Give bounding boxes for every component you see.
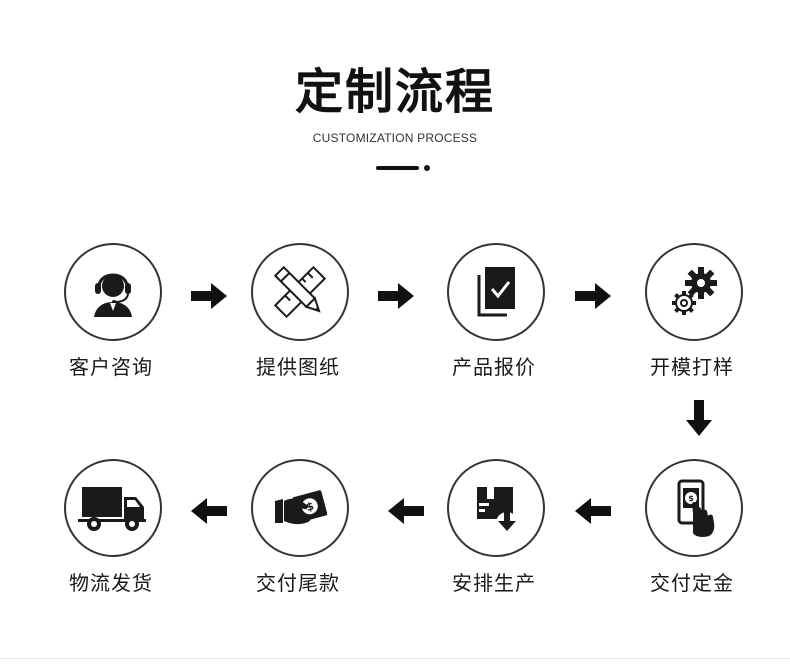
step-logistics-shipping: 物流发货 (47, 459, 177, 609)
underline-dot (424, 165, 430, 171)
customer-service-icon (94, 273, 132, 317)
left-arrow-icon (191, 498, 227, 524)
hand-money-icon: $ (275, 490, 328, 525)
step-provide-drawings: 提供图纸 (234, 243, 364, 393)
bottom-divider (0, 658, 790, 659)
step-icon-circle (251, 243, 349, 341)
page-subtitle: CUSTOMIZATION PROCESS (312, 131, 478, 145)
step-icon-circle (645, 243, 743, 341)
step-customer-consultation: 客户咨询 (47, 243, 177, 393)
right-arrow-icon (378, 283, 414, 309)
down-arrow-icon (686, 400, 712, 436)
step-icon-circle: $ (645, 459, 743, 557)
step-product-quote: 产品报价 (430, 243, 560, 393)
title-underline-decoration (376, 164, 430, 172)
svg-text:$: $ (688, 494, 694, 503)
step-label: 交付定金 (650, 571, 734, 595)
svg-text:$: $ (305, 500, 316, 515)
left-arrow-icon (388, 498, 424, 524)
page-title: 定制流程 (294, 64, 495, 120)
underline-bar (376, 166, 419, 170)
step-arrange-production: 安排生产 (430, 459, 560, 609)
step-pay-balance: $ 交付尾款 (234, 459, 364, 609)
step-label: 安排生产 (452, 571, 536, 595)
step-icon-circle (64, 243, 162, 341)
step-label: 物流发货 (69, 571, 153, 595)
step-pay-deposit: $ 交付定金 (628, 459, 758, 609)
document-check-icon (477, 267, 515, 317)
step-icon-circle (64, 459, 162, 557)
right-arrow-icon (191, 283, 227, 309)
step-label: 提供图纸 (256, 355, 340, 379)
step-label: 产品报价 (452, 355, 536, 379)
step-mold-sampling: 开模打样 (628, 243, 758, 393)
step-icon-circle (447, 459, 545, 557)
box-download-icon (477, 487, 518, 534)
step-label: 客户咨询 (69, 355, 153, 379)
step-icon-circle: $ (251, 459, 349, 557)
delivery-truck-icon (78, 487, 146, 531)
gears-icon (672, 267, 717, 315)
step-label: 交付尾款 (256, 571, 340, 595)
right-arrow-icon (575, 283, 611, 309)
ruler-pencil-icon (273, 265, 327, 319)
phone-payment-icon: $ (677, 479, 715, 537)
step-label: 开模打样 (650, 355, 734, 379)
left-arrow-icon (575, 498, 611, 524)
step-icon-circle (447, 243, 545, 341)
